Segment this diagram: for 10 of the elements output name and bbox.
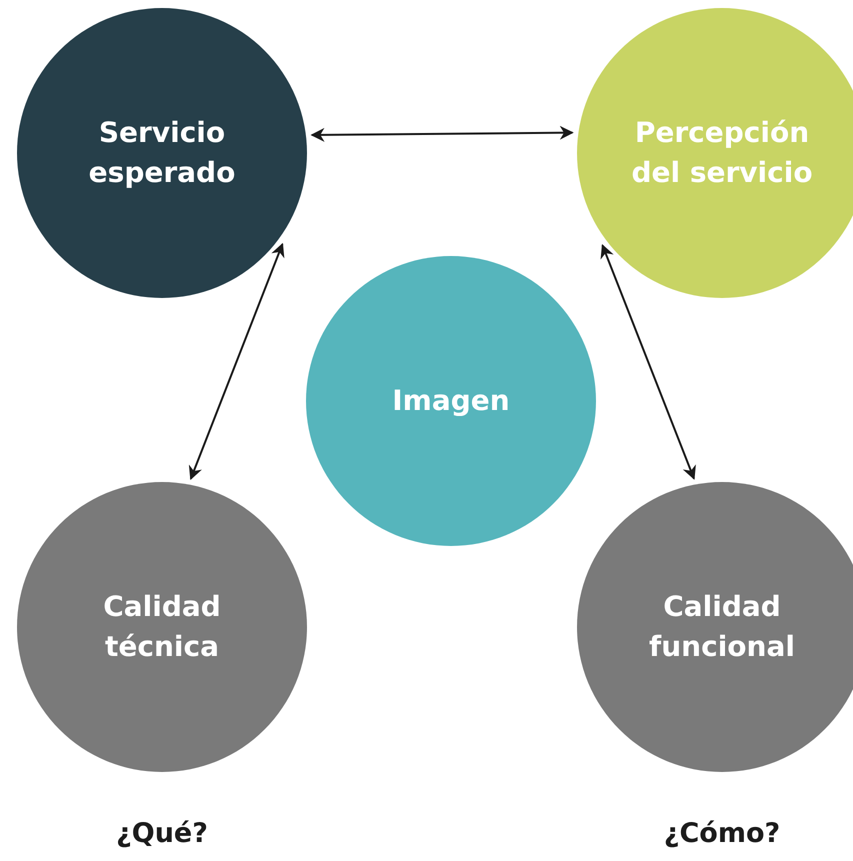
question-label: ¿Cómo? bbox=[664, 818, 780, 849]
node-label: Imagen bbox=[392, 383, 510, 419]
node-label: Percepción del servicio bbox=[630, 115, 814, 191]
node-label: Servicio esperado bbox=[88, 115, 236, 191]
question-label: ¿Qué? bbox=[116, 818, 208, 849]
node-label: Calidad técnica bbox=[102, 589, 222, 665]
double-arrow bbox=[600, 244, 696, 480]
node-label: Calidad funcional bbox=[648, 589, 796, 665]
double-arrow bbox=[310, 126, 574, 142]
double-arrow bbox=[188, 242, 284, 480]
